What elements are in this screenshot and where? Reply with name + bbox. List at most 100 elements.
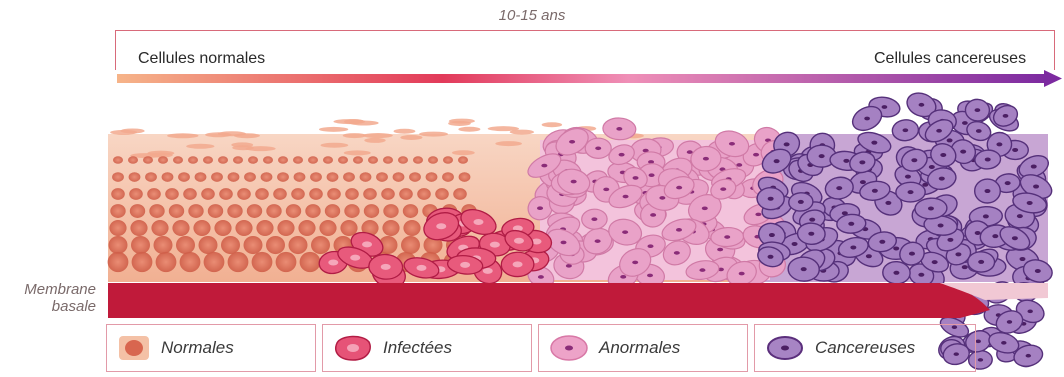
normal-cell (211, 172, 223, 182)
normal-cell (109, 220, 126, 236)
normal-cell (300, 252, 321, 272)
normal-cell (235, 220, 252, 236)
normal-cell (156, 252, 177, 272)
abnormal-cell-nucleus (591, 217, 597, 221)
cancer-cell-nucleus (1001, 341, 1006, 345)
squamous-cell (110, 130, 137, 135)
infected-cell-nucleus (483, 268, 493, 274)
cancer-cell-nucleus (1007, 320, 1012, 324)
normal-cell (154, 236, 173, 254)
normal-cell (111, 188, 125, 200)
normal-cell (149, 204, 164, 218)
infected-cell-nucleus (514, 238, 524, 244)
abnormal-cell-nucleus (739, 272, 745, 276)
normal-cell (368, 156, 378, 164)
cancer-cell-nucleus (938, 224, 944, 228)
cancer-cell-nucleus (1012, 236, 1018, 240)
normal-cell (199, 236, 218, 254)
abnormal-cell-nucleus (699, 268, 705, 272)
legend-item-cancer: Cancereuses (754, 324, 976, 372)
cancer-cell-nucleus (819, 154, 825, 158)
abnormal-cell-nucleus (702, 206, 708, 210)
abnormal-cell-nucleus (595, 146, 601, 150)
squamous-cell (319, 127, 348, 132)
squamous-cell (364, 138, 385, 143)
squamous-cell (458, 127, 480, 132)
legend-label-cancer: Cancereuses (815, 338, 915, 358)
abnormal-cell-nucleus (633, 176, 639, 180)
abnormal-cell-nucleus (676, 186, 682, 190)
normal-cell (219, 188, 233, 200)
cancer-cell-nucleus (893, 246, 899, 250)
abnormal-cell-nucleus (717, 248, 723, 252)
squamous-cell (349, 121, 379, 126)
normal-cell (165, 188, 179, 200)
normal-cell (252, 252, 273, 272)
legend-label-infected: Infectées (383, 338, 452, 358)
normal-cell (409, 172, 421, 182)
abnormal-cell-nucleus (620, 275, 626, 279)
normal-cell (276, 252, 297, 272)
infected-cell-icon (333, 333, 373, 363)
basal-membrane (108, 283, 990, 318)
cancer-cell-nucleus (905, 175, 911, 179)
normal-cell (310, 172, 322, 182)
cancer-cell-nucleus (836, 186, 842, 190)
normal-cell (214, 220, 231, 236)
abnormal-cell-nucleus (561, 241, 567, 245)
normal-cell (426, 172, 438, 182)
abnormal-cell-nucleus (676, 228, 682, 232)
squamous-cell (363, 133, 393, 138)
cancer-cell-nucleus (955, 252, 961, 256)
cancer-cell-nucleus (976, 340, 981, 344)
normal-cell (129, 172, 141, 182)
normal-cell (108, 252, 129, 272)
cancer-cell-nucleus (984, 189, 990, 193)
normal-cell (227, 204, 242, 218)
abnormal-cell-nucleus (537, 206, 543, 210)
squamous-cell (488, 126, 519, 131)
cancer-cell-nucleus (960, 150, 966, 154)
abnormal-cell-nucleus (622, 230, 628, 234)
normal-cell (255, 188, 269, 200)
cancer-cell-nucleus (1012, 148, 1018, 152)
abnormal-cell-nucleus (703, 157, 709, 161)
cancer-cell-nucleus (809, 218, 815, 222)
abnormal-cell-nucleus (724, 235, 730, 239)
squamous-cell (419, 132, 448, 137)
cancer-cell-nucleus (947, 238, 953, 242)
normal-cell (233, 156, 243, 164)
normal-cell (130, 220, 147, 236)
normal-cell (401, 236, 420, 254)
cancer-cell-nucleus (928, 206, 934, 210)
normal-cell-icon (117, 333, 151, 363)
cancer-cell-nucleus (947, 138, 953, 142)
cancer-cell-nucleus (992, 234, 998, 238)
normal-cell (112, 172, 124, 182)
normal-cell (393, 172, 405, 182)
normal-cell (247, 204, 262, 218)
cancer-cell-nucleus (1035, 269, 1041, 273)
cancer-cell-nucleus (1027, 310, 1032, 314)
cancer-cell-nucleus (774, 159, 780, 163)
normal-cell (172, 220, 189, 236)
membrane-label: Membrane basale (0, 281, 96, 315)
squamous-cell (320, 143, 348, 148)
cancer-cell-nucleus (978, 260, 984, 264)
squamous-cell (448, 121, 471, 126)
cancer-cell-nucleus (784, 142, 790, 146)
normal-cell (309, 188, 323, 200)
legend-item-abnormal: Anormales (538, 324, 748, 372)
abnormal-cell-nucleus (648, 244, 654, 248)
cancer-cell-nucleus (919, 103, 925, 107)
normal-cell (442, 172, 454, 182)
cancer-cell-nucleus (872, 189, 878, 193)
abnormal-cell-nucleus (603, 188, 609, 192)
normal-cell (143, 156, 153, 164)
abnormal-cell-nucleus (687, 150, 693, 154)
normal-cell (277, 220, 294, 236)
cancer-cell-nucleus (909, 252, 915, 256)
normal-cell (266, 236, 285, 254)
normal-cell (345, 188, 359, 200)
